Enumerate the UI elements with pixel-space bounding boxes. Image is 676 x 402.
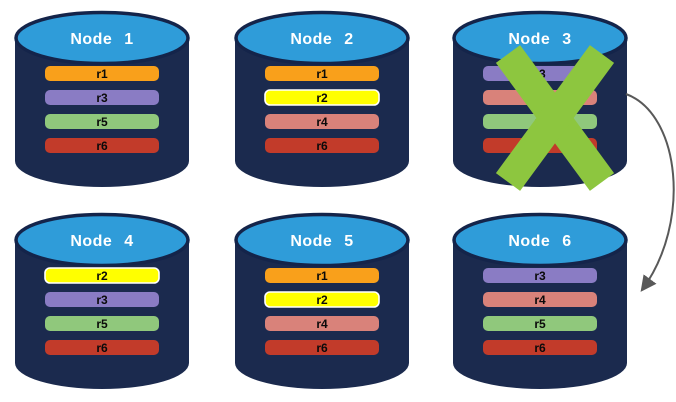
replica-label: r3 [96,91,108,105]
replica-bar [45,66,159,81]
node-cylinder: Node 4 r2 r3 r5 r6 [14,212,190,389]
replica-bar [483,316,597,331]
replica-bar [45,138,159,153]
replica-label: r6 [96,341,108,355]
replica-label: r1 [96,67,108,81]
replica-bar [45,316,159,331]
replica-label: r1 [316,269,328,283]
cylinder-top [14,10,190,66]
replica-label: r2 [96,269,108,283]
replica-bar [265,138,379,153]
node-title: Node 6 [508,233,571,250]
db-node-6: Node 6 r3 r4 r5 r6 [450,210,630,394]
replica-label: r6 [534,341,546,355]
cylinder-top [234,212,410,268]
replica-label: r6 [316,341,328,355]
cylinder-top [234,10,410,66]
replica-bar [265,66,379,81]
cylinder-top [452,10,628,66]
node-cylinder: Node 1 r1 r3 r5 r6 [14,10,190,187]
node-cylinder: Node 3 r3 r4 r5 r6 [452,10,628,191]
node-title: Node 4 [70,233,133,250]
failure-x-icon [495,45,615,191]
replica-label: r4 [316,317,328,331]
node-cylinder: Node 6 r3 r4 r5 r6 [452,212,628,389]
replica-label: r5 [96,115,108,129]
replica-bar [265,114,379,129]
replica-bar [265,340,379,355]
replica-label: r5 [96,317,108,331]
replica-bar [265,268,379,283]
replica-bar [264,89,380,106]
replica-label: r3 [534,269,546,283]
db-node-4: Node 4 r2 r3 r5 r6 [12,210,192,394]
replica-bar [483,340,597,355]
replica-label: r2 [316,293,328,307]
replica-bar [265,316,379,331]
replica-label: r6 [316,139,328,153]
db-node-5: Node 5 r1 r2 r4 r6 [232,210,412,394]
replica-label: r5 [534,317,546,331]
node-title: Node 1 [70,31,133,48]
db-node-1: Node 1 r1 r3 r5 r6 [12,8,192,192]
replica-bar [483,268,597,283]
failover-arrow [625,93,675,292]
replica-bar [45,90,159,105]
db-node-3: Node 3 r3 r4 r5 r6 [450,8,630,192]
node-title: Node 2 [290,31,353,48]
node-title: Node 5 [290,233,353,250]
db-node-2: Node 2 r1 r2 r4 r6 [232,8,412,192]
replica-label: r3 [96,293,108,307]
cylinder-top [14,212,190,268]
replica-label: r4 [316,115,328,129]
replica-label: r4 [534,293,546,307]
replica-label: r1 [316,67,328,81]
replica-label: r6 [96,139,108,153]
replica-bar [45,292,159,307]
replica-bar [264,291,380,308]
replica-bar [44,267,160,284]
replica-label: r2 [316,91,328,105]
node-title: Node 3 [508,31,571,48]
node-cylinder: Node 2 r1 r2 r4 r6 [234,10,410,187]
replica-bar [483,292,597,307]
node-cylinder: Node 5 r1 r2 r4 r6 [234,212,410,389]
replica-bar [45,114,159,129]
replica-bar [45,340,159,355]
